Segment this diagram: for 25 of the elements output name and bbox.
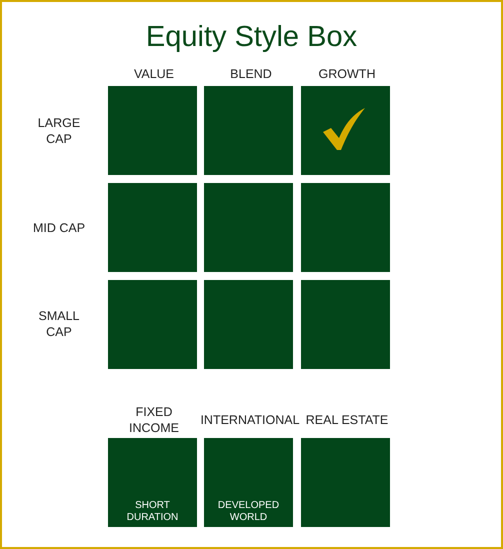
style-box (108, 438, 197, 527)
style-box (301, 438, 390, 527)
box-text: SHORT DURATION (126, 500, 180, 524)
style-box (108, 183, 197, 272)
checkmark-icon (321, 108, 367, 152)
row-label: LARGE CAP (36, 115, 82, 147)
style-box (108, 86, 197, 175)
style-box (204, 86, 293, 175)
column-label: REAL ESTATE (304, 412, 390, 428)
style-box (204, 183, 293, 272)
style-box (204, 280, 293, 369)
row-label: MID CAP (32, 220, 86, 236)
column-label: FIXED INCOME (128, 404, 180, 436)
column-label: INTERNATIONAL (199, 412, 301, 428)
column-label: GROWTH (318, 66, 376, 82)
style-box (301, 86, 390, 175)
title: Equity Style Box (144, 20, 358, 55)
box-text: DEVELOPED WORLD (216, 500, 280, 524)
style-box (301, 280, 390, 369)
column-label: BLEND (229, 66, 273, 82)
style-box (301, 183, 390, 272)
row-label: SMALL CAP (38, 308, 80, 340)
column-label: VALUE (132, 66, 176, 82)
style-box (204, 438, 293, 527)
style-box (108, 280, 197, 369)
